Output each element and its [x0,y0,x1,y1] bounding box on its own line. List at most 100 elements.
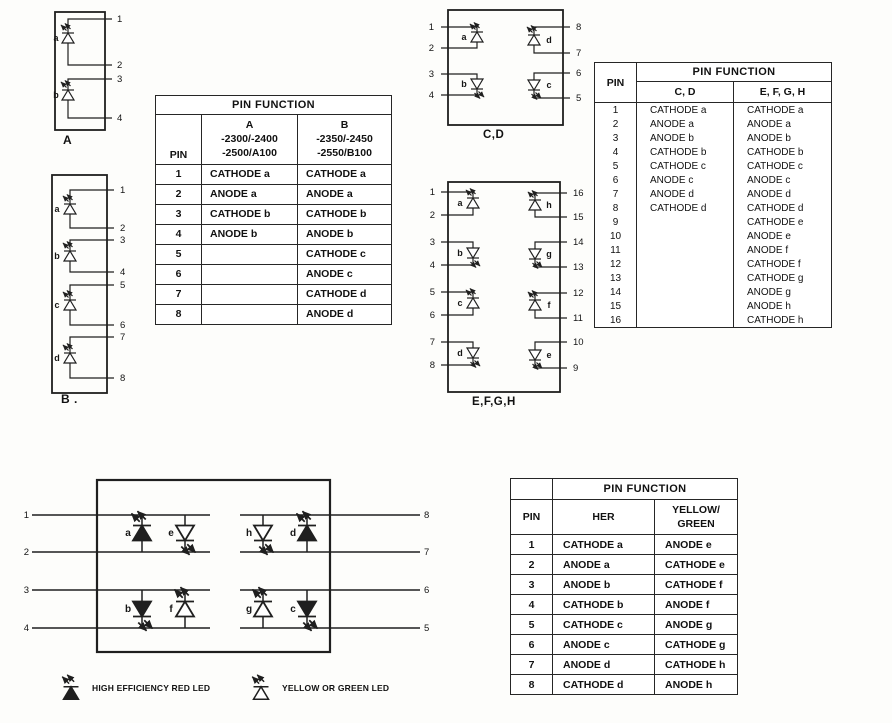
pin-number: 7 [430,337,435,348]
package-b-label: B . [61,392,78,406]
table-cell: 13 [594,271,637,286]
table-cell [201,283,298,305]
table-cell: CATHODE d [552,674,655,696]
table-cell: 4 [510,594,553,616]
table-cell: ANODE a [636,117,734,132]
table-cell [201,303,298,325]
pin-number: 4 [430,260,435,271]
table-cell: ANODE c [733,173,832,188]
column-header-yellow-green: YELLOW/ GREEN [654,498,738,536]
table-cell: CATHODE b [552,594,655,616]
led-symbol-open [63,344,76,364]
led-label: d [546,35,552,45]
pin-number: 10 [573,337,584,348]
pin-number: 4 [120,267,125,278]
pin-number: 8 [424,510,429,521]
table-title: PIN FUNCTION [636,62,832,82]
table-cell: 3 [510,574,553,596]
table-cell [636,285,734,300]
led-symbol-open [63,195,76,215]
package-outline [447,9,564,126]
table-cell: ANODE a [201,183,298,205]
table-cell: 16 [594,313,637,328]
table-cell: CATHODE b [636,145,734,160]
table-cell: 8 [510,674,553,696]
table-cell [636,313,734,328]
pin-number: 3 [429,69,434,80]
led-label: d [290,528,296,539]
pin-number: 15 [573,212,584,223]
table-cell: CATHODE c [296,243,393,265]
table-cell: 5 [155,243,202,265]
table-cell: CATHODE a [733,102,832,118]
led-label: b [457,248,463,258]
table-cell: 7 [155,283,202,305]
table-cell: ANODE h [733,299,832,314]
led-symbol-open [470,23,483,43]
table-cell: 4 [594,145,637,160]
table-cell: 3 [155,203,202,225]
pin-number: 14 [573,237,584,248]
table-cell: ANODE a [296,183,393,205]
table-cell [201,263,298,285]
table-cell: CATHODE h [733,313,832,328]
table-cell: CATHODE d [733,201,832,216]
table-cell: ANODE g [654,614,738,636]
led-symbol-red [298,602,318,631]
table-cell: 7 [594,187,637,202]
pin-number: 4 [24,623,29,634]
table-cell: CATHODE a [636,102,734,118]
led-symbol-open [63,291,76,311]
table-cell: 6 [155,263,202,285]
table-cell: CATHODE g [654,634,738,656]
red-led-icon [56,674,86,702]
table-cell: 5 [510,614,553,636]
table-cell: CATHODE c [552,614,655,636]
led-label: d [457,348,463,358]
table-cell: CATHODE a [296,163,393,185]
table-cell [636,299,734,314]
wire [441,26,478,49]
table-cell: 6 [510,634,553,656]
table-cell: 7 [510,654,553,676]
legend-yellow-green-led: YELLOW OR GREEN LED [246,674,389,702]
pin-number: 2 [430,210,435,221]
led-symbol-open [175,587,195,616]
table-cell: 1 [155,163,202,185]
table-cell [636,257,734,272]
column-header-efgh: E, F, G, H [733,80,832,104]
table-cell: ANODE a [552,554,655,576]
legend-red-led: HIGH EFFICIENCY RED LED [56,674,210,702]
pin-number: 4 [117,113,122,124]
package-a-diagram: a b 1 2 3 4 [53,11,122,131]
pin-number: 12 [573,288,584,299]
led-label: a [53,33,59,43]
led-symbol-open [253,587,273,616]
led-label: f [169,604,173,615]
led-symbol-open [466,189,479,209]
pin-number: 2 [24,547,29,558]
pin-number: 8 [576,22,581,33]
package-a-label: A [63,133,73,147]
pin-number: 8 [430,360,435,371]
table-cell: 2 [510,554,553,576]
table-cell: ANODE d [552,654,655,676]
led-symbol-open [63,242,76,262]
pin-number: 6 [120,320,125,331]
table-cell [636,229,734,244]
table-row: 5 CATHODE c [155,243,393,265]
led-label: c [290,604,296,615]
table-cell: ANODE h [654,674,738,696]
wire [240,514,420,629]
wire [534,292,567,319]
led-label: c [546,80,551,90]
